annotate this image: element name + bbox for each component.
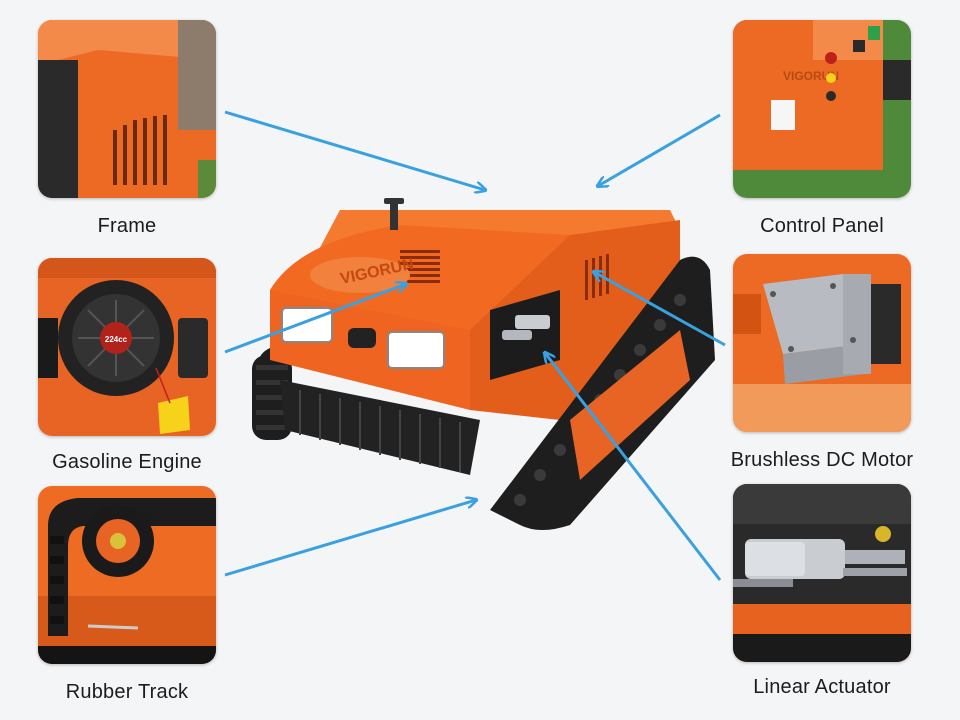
arrow-frame <box>224 110 485 190</box>
linear-actuator-photo <box>733 484 911 662</box>
rubber-track-photo <box>38 486 216 664</box>
mower-illustration: VIGORUN <box>252 198 715 530</box>
rubber-track-caption: Rubber Track <box>65 681 189 703</box>
brushless-motor-caption: Brushless DC Motor <box>730 449 914 471</box>
left-track <box>252 348 292 440</box>
gasoline-engine-photo: 224cc <box>38 258 216 436</box>
linear-actuator-caption: Linear Actuator <box>753 676 891 698</box>
arrow-control-panel <box>598 113 721 186</box>
gasoline-engine-caption: Gasoline Engine <box>52 451 202 473</box>
brushless-motor-photo <box>733 254 911 432</box>
cutting-deck-skirt <box>280 380 480 475</box>
frame-caption: Frame <box>97 215 157 237</box>
engine-size-text: 224cc <box>105 335 128 344</box>
control-panel-caption: Control Panel <box>760 215 884 237</box>
control-panel-photo: VIGORUN <box>733 20 911 198</box>
frame-photo <box>38 20 216 198</box>
panel-brand-text: VIGORUN <box>783 69 839 83</box>
